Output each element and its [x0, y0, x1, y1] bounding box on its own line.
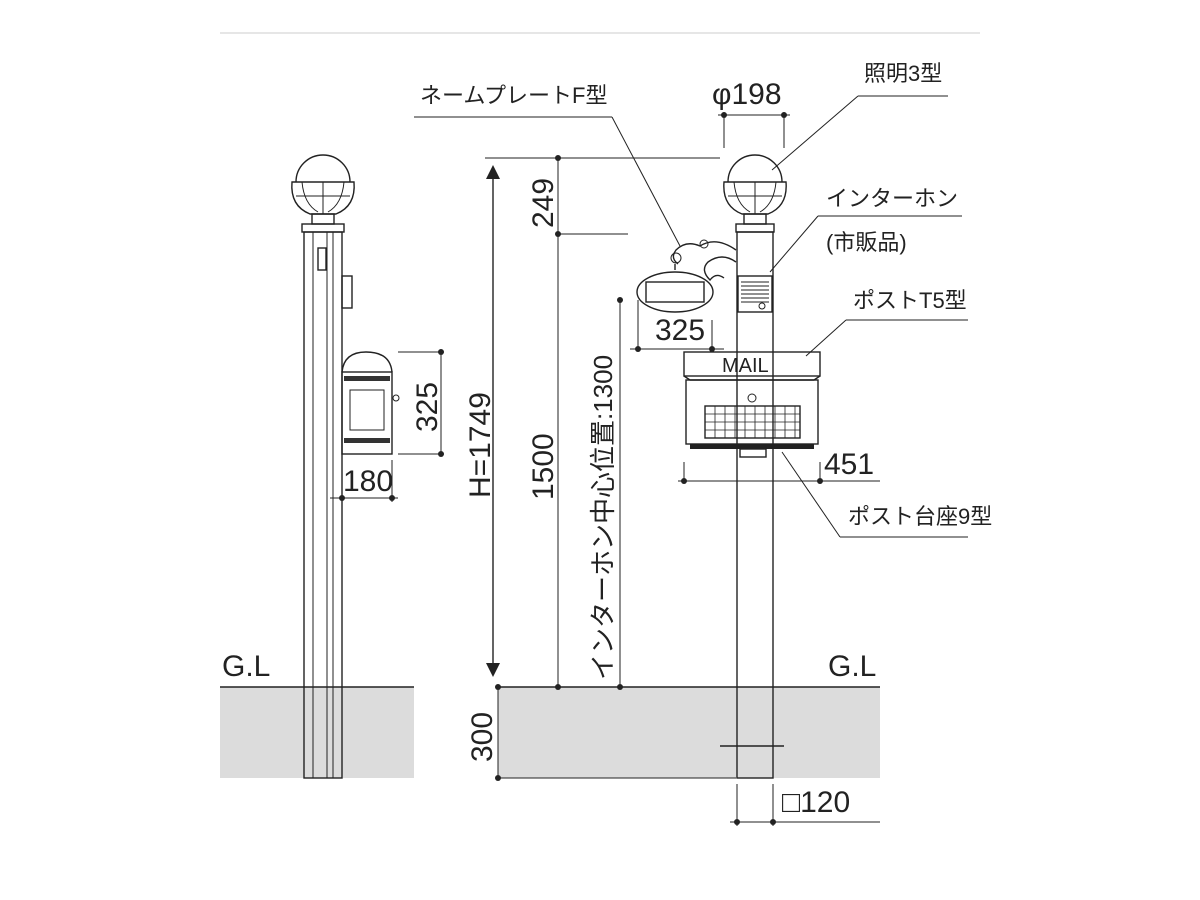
side-lamp-base: [311, 213, 335, 225]
intercom-unit: [737, 275, 773, 313]
label-post-base: ポスト台座9型: [848, 504, 992, 529]
dim-to-light-base: 1500: [527, 433, 560, 500]
dim-diameter: φ198: [712, 78, 782, 111]
dim-buried-depth: 300: [466, 712, 499, 762]
side-pole: [303, 231, 343, 779]
mailbox-mail-label: MAIL: [722, 355, 769, 377]
side-view: 325 180: [291, 154, 444, 779]
dim-light-height: 249: [527, 178, 560, 228]
name-plate: [636, 239, 737, 313]
dim-side-post-height: 325: [411, 382, 444, 432]
label-light: 照明3型: [864, 61, 942, 86]
callouts: ネームプレートF型 照明3型 インターホン (市販品) ポストT5型 ポスト台座…: [414, 61, 992, 538]
dim-post-width: 451: [824, 448, 874, 481]
gl-label-left: G.L: [222, 650, 270, 683]
height-dimensions: H=1749 249 1500 インターホン中心位置:1300 300: [464, 155, 736, 781]
dim-intercom-center: インターホン中心位置:1300: [588, 355, 618, 680]
gl-label-right: G.L: [828, 650, 876, 683]
dim-side-post-depth: 180: [343, 465, 393, 498]
ground-right: [498, 687, 880, 778]
dim-total-height: H=1749: [464, 392, 497, 498]
side-lamp-globe: [295, 154, 351, 183]
label-name-plate: ネームプレートF型: [420, 83, 607, 108]
label-intercom-2: (市販品): [826, 230, 907, 255]
front-pole: [736, 231, 774, 779]
ground-left: [220, 687, 414, 778]
dim-pole-section: □120: [782, 786, 850, 819]
dim-plate-width: 325: [655, 314, 705, 347]
front-view: 325 MAIL 451: [630, 78, 880, 826]
mailbox: MAIL: [683, 351, 821, 458]
label-post: ポストT5型: [853, 288, 967, 313]
label-intercom-1: インターホン: [826, 186, 958, 211]
side-post-box: [341, 351, 400, 455]
front-lamp-globe: [727, 154, 783, 183]
